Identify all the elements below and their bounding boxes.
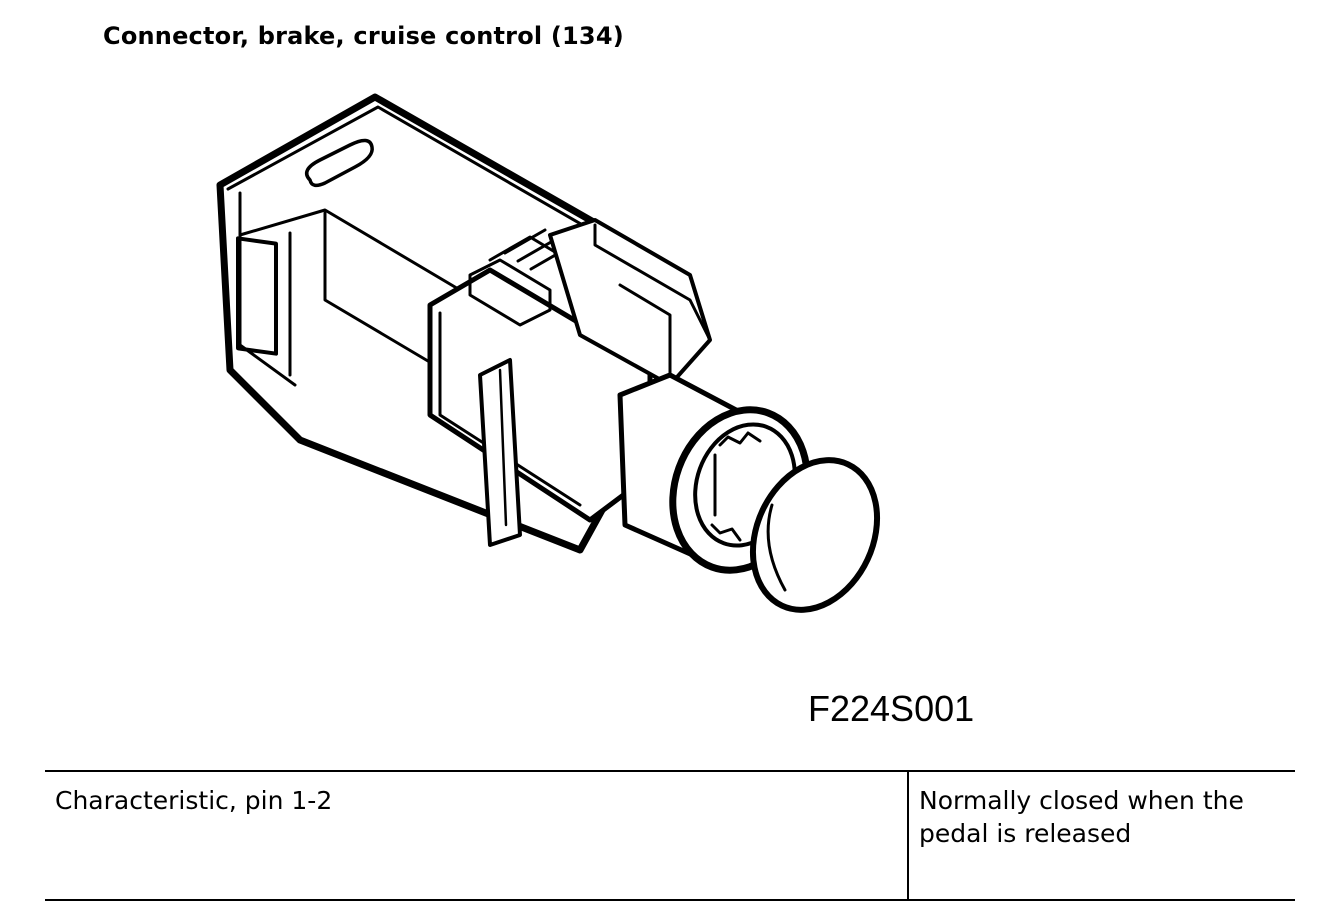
brake-switch-illustration <box>200 85 900 625</box>
characteristic-label: Characteristic, pin 1-2 <box>45 772 909 899</box>
characteristic-value: Normally closed when the pedal is releas… <box>919 786 1244 848</box>
page-title: Connector, brake, cruise control (134) <box>103 22 624 50</box>
spec-table: Characteristic, pin 1-2 Normally closed … <box>45 770 1295 901</box>
figure-code: F224S001 <box>808 688 975 729</box>
